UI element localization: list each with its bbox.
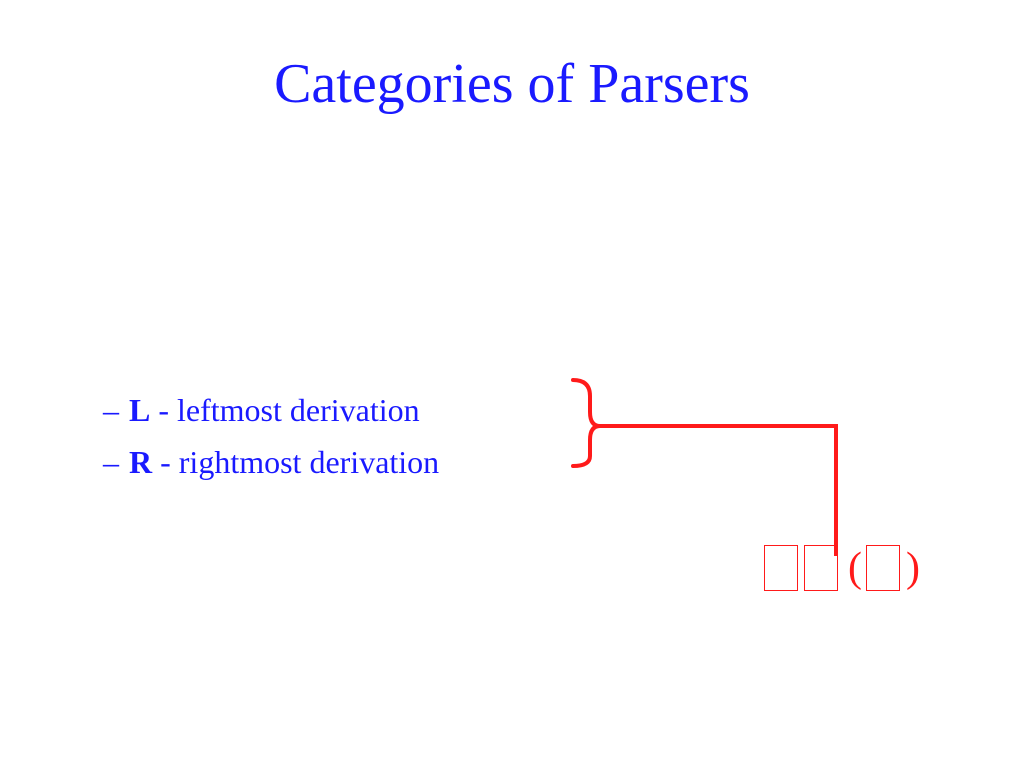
missing-glyph-box bbox=[804, 545, 838, 591]
bullet-list: –L- leftmost derivation –R- rightmost de… bbox=[103, 384, 439, 488]
bullet-dash: – bbox=[103, 444, 119, 480]
bullet-item-rightmost: –R- rightmost derivation bbox=[103, 436, 439, 488]
close-paren: ) bbox=[906, 545, 920, 591]
missing-glyph-box bbox=[764, 545, 798, 591]
parser-name-annotation: ( ) bbox=[764, 540, 920, 596]
bullet-dash: – bbox=[103, 392, 119, 428]
bullet-letter-l: L bbox=[129, 392, 151, 428]
missing-glyph-box bbox=[866, 545, 900, 591]
slide-title: Categories of Parsers bbox=[274, 53, 750, 115]
open-paren: ( bbox=[848, 545, 862, 591]
bullet-text-leftmost: - leftmost derivation bbox=[158, 392, 420, 428]
bullet-letter-r: R bbox=[129, 444, 153, 480]
bullet-text-rightmost: - rightmost derivation bbox=[160, 444, 440, 480]
connector-line bbox=[598, 424, 838, 556]
bullet-item-leftmost: –L- leftmost derivation bbox=[103, 384, 439, 436]
curly-brace bbox=[571, 378, 602, 468]
